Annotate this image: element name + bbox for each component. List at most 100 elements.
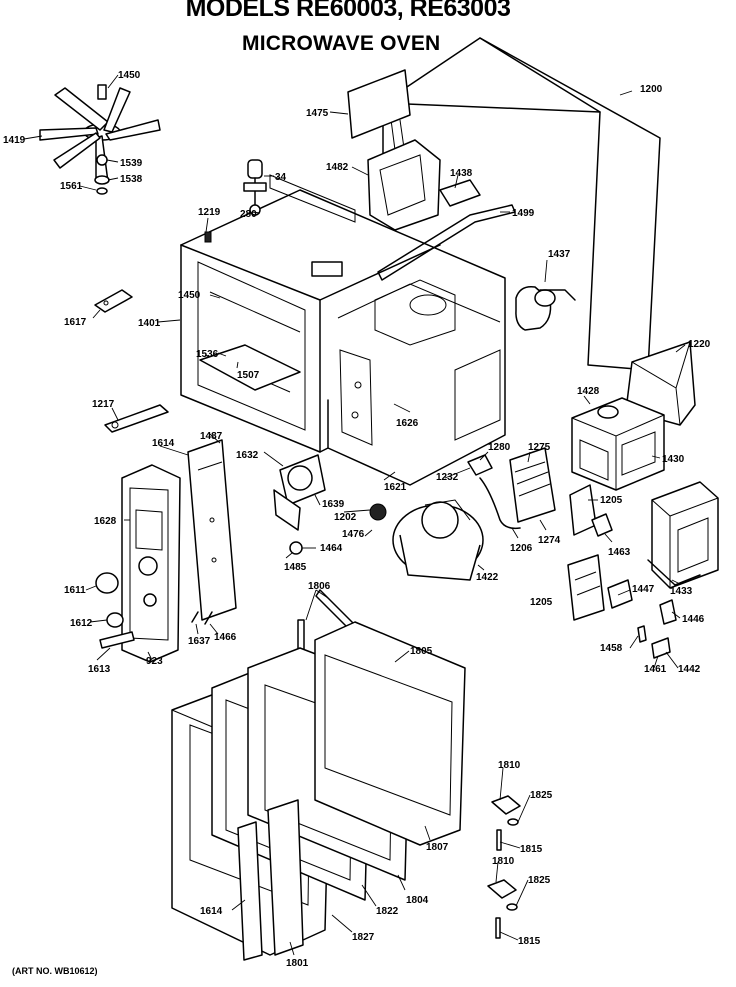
part-label: 1430: [662, 454, 685, 465]
part-label: 1280: [488, 442, 511, 453]
part-label: 1639: [322, 499, 345, 510]
part-label: 1827: [352, 932, 375, 943]
part-label: 1401: [138, 318, 161, 329]
part-label: 1232: [436, 472, 459, 483]
part-label: 1626: [396, 418, 419, 429]
fan-blade-assembly: [39, 84, 161, 195]
part-label: 1220: [688, 339, 711, 350]
diagram-subtitle: MICROWAVE OVEN: [242, 32, 441, 55]
part-label: 1613: [88, 664, 111, 675]
blower-assembly: [369, 499, 484, 581]
part-label: 1274: [538, 535, 561, 546]
part-label: 1507: [237, 370, 260, 381]
part-number-labels: 1450 1419 1539 1538 1561 34 280 1219 147…: [3, 70, 711, 969]
part-label: 1539: [120, 158, 143, 169]
part-label: 1614: [152, 438, 175, 449]
part-label: 1476: [342, 529, 365, 540]
part-label: 1628: [94, 516, 117, 527]
leader-lines: [23, 74, 686, 956]
part-label: 1450: [178, 290, 201, 301]
relay-bracket: [569, 484, 597, 536]
part-label: 1219: [198, 207, 221, 218]
hinge-bracket-lower: [104, 404, 169, 433]
air-duct: [367, 139, 441, 231]
oven-chassis: [180, 174, 506, 486]
magnetron: [571, 397, 665, 491]
waveguide-cover: [625, 341, 696, 426]
part-label: 1419: [3, 135, 26, 146]
part-label: 1217: [92, 399, 115, 410]
diagram-title: MODELS RE60003, RE63003: [185, 0, 511, 22]
control-knobs: [95, 572, 135, 649]
part-label: 1536: [196, 349, 219, 360]
door-latch-lower: [487, 879, 518, 939]
interlock-switches: [637, 599, 677, 659]
part-label: 1437: [548, 249, 571, 260]
part-label: 1487: [200, 431, 223, 442]
part-label: 1801: [286, 958, 309, 969]
capacitor: [515, 285, 576, 331]
part-label: 1807: [426, 842, 449, 853]
part-label: 1428: [577, 386, 600, 397]
part-label: 1810: [498, 760, 521, 771]
part-label: 34: [275, 172, 287, 183]
part-label: 1561: [60, 181, 83, 192]
part-label: 1617: [64, 317, 87, 328]
fuse-holder: [591, 513, 613, 537]
part-label: 1825: [530, 790, 553, 801]
part-label: 1422: [476, 572, 499, 583]
hinge-bracket-upper: [94, 289, 133, 313]
control-panel-bracket: [187, 439, 237, 621]
part-label: 923: [146, 656, 163, 667]
mounting-bracket: [377, 179, 516, 281]
part-label: 1482: [326, 162, 349, 173]
part-label: 1438: [450, 168, 473, 179]
part-label: 1822: [376, 906, 399, 917]
part-label: 1461: [644, 664, 667, 675]
part-label: 1200: [640, 84, 663, 95]
part-label: 1806: [308, 581, 331, 592]
part-label: 1499: [512, 208, 535, 219]
door-interlock-switch-assembly: [567, 554, 633, 621]
part-label: 1464: [320, 543, 343, 554]
part-label: 1447: [632, 584, 655, 595]
part-label: 1810: [492, 856, 515, 867]
part-label: 1202: [334, 512, 357, 523]
part-label: 1458: [600, 643, 623, 654]
part-label: 1614: [200, 906, 223, 917]
part-label: 1632: [236, 450, 259, 461]
door-inner-panel: [314, 621, 466, 846]
part-label: 1433: [670, 586, 693, 597]
part-label: 1205: [530, 597, 553, 608]
part-label: 1442: [678, 664, 701, 675]
part-label: 1825: [528, 875, 551, 886]
part-label: 1446: [682, 614, 705, 625]
part-label: 1621: [384, 482, 407, 493]
part-label: 1805: [410, 646, 433, 657]
turntable-motor: [273, 454, 326, 555]
part-label: 1463: [608, 547, 631, 558]
part-label: 1538: [120, 174, 143, 185]
control-panel: [121, 464, 181, 663]
springs-and-screws: [191, 611, 213, 625]
high-voltage-transformer: [647, 481, 719, 589]
cover-panel: [347, 69, 411, 139]
power-transformer-plate: [467, 447, 556, 530]
part-label: 1206: [510, 543, 533, 554]
part-label: 1815: [520, 844, 543, 855]
part-label: 1450: [118, 70, 141, 81]
part-label: 1815: [518, 936, 541, 947]
art-number: (ART NO. WB10612): [12, 966, 98, 976]
part-label: 1637: [188, 636, 211, 647]
part-label: 1611: [64, 585, 86, 596]
part-label: 280: [240, 209, 257, 220]
part-label: 1475: [306, 108, 329, 119]
part-label: 1275: [528, 442, 551, 453]
door-latch-upper: [491, 795, 521, 851]
part-label: 1804: [406, 895, 429, 906]
part-label: 1612: [70, 618, 93, 629]
door-handle: [237, 799, 304, 961]
part-label: 1205: [600, 495, 623, 506]
part-label: 1485: [284, 562, 307, 573]
